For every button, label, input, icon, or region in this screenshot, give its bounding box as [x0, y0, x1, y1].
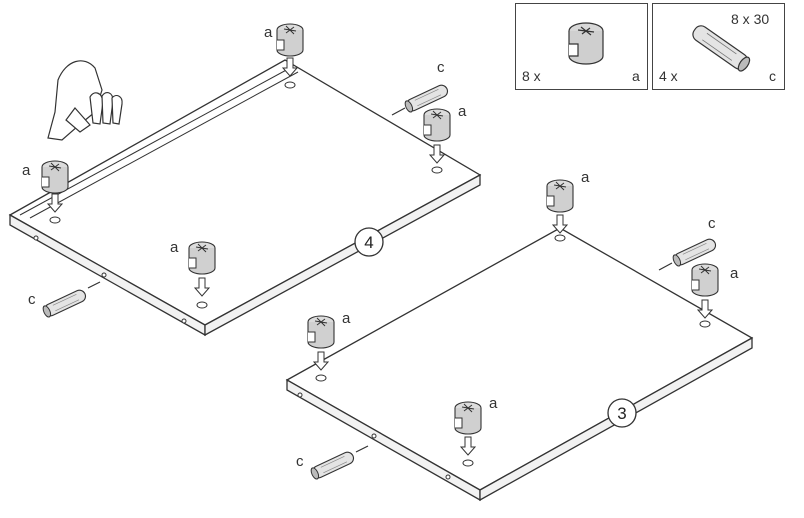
- label-c: c: [708, 215, 716, 232]
- panel-3: 3 a a a a c c: [285, 169, 754, 502]
- label-c: c: [28, 291, 36, 308]
- step-3-number: 3: [617, 404, 626, 423]
- hand-illustration: [47, 60, 123, 141]
- cam-lock-fitting-icon: [568, 22, 604, 65]
- label-a: a: [489, 395, 498, 412]
- cam-lock-letter: a: [632, 68, 640, 84]
- label-c: c: [296, 453, 304, 470]
- wooden-dowel-icon: [692, 25, 751, 72]
- label-a: a: [458, 103, 467, 120]
- label-a: a: [22, 162, 31, 179]
- label-a: a: [264, 24, 273, 41]
- label-c: c: [437, 59, 445, 76]
- step-4-number: 4: [364, 233, 373, 252]
- parts-box-dowel: 8 x 30 4 x c: [652, 3, 785, 90]
- step-3-badge: [607, 398, 637, 428]
- dowel-letter: c: [769, 68, 776, 84]
- label-a: a: [730, 265, 739, 282]
- dowel-quantity: 4 x: [659, 68, 678, 84]
- step-4-badge: [354, 227, 384, 257]
- label-a: a: [342, 310, 351, 327]
- parts-box-cam-lock: 8 x a: [515, 3, 648, 90]
- panel-4: 4 a a a a c c: [8, 23, 482, 337]
- label-a: a: [581, 169, 590, 186]
- label-a: a: [170, 239, 179, 256]
- cam-lock-quantity: 8 x: [522, 68, 541, 84]
- dowel-size: 8 x 30: [731, 11, 770, 27]
